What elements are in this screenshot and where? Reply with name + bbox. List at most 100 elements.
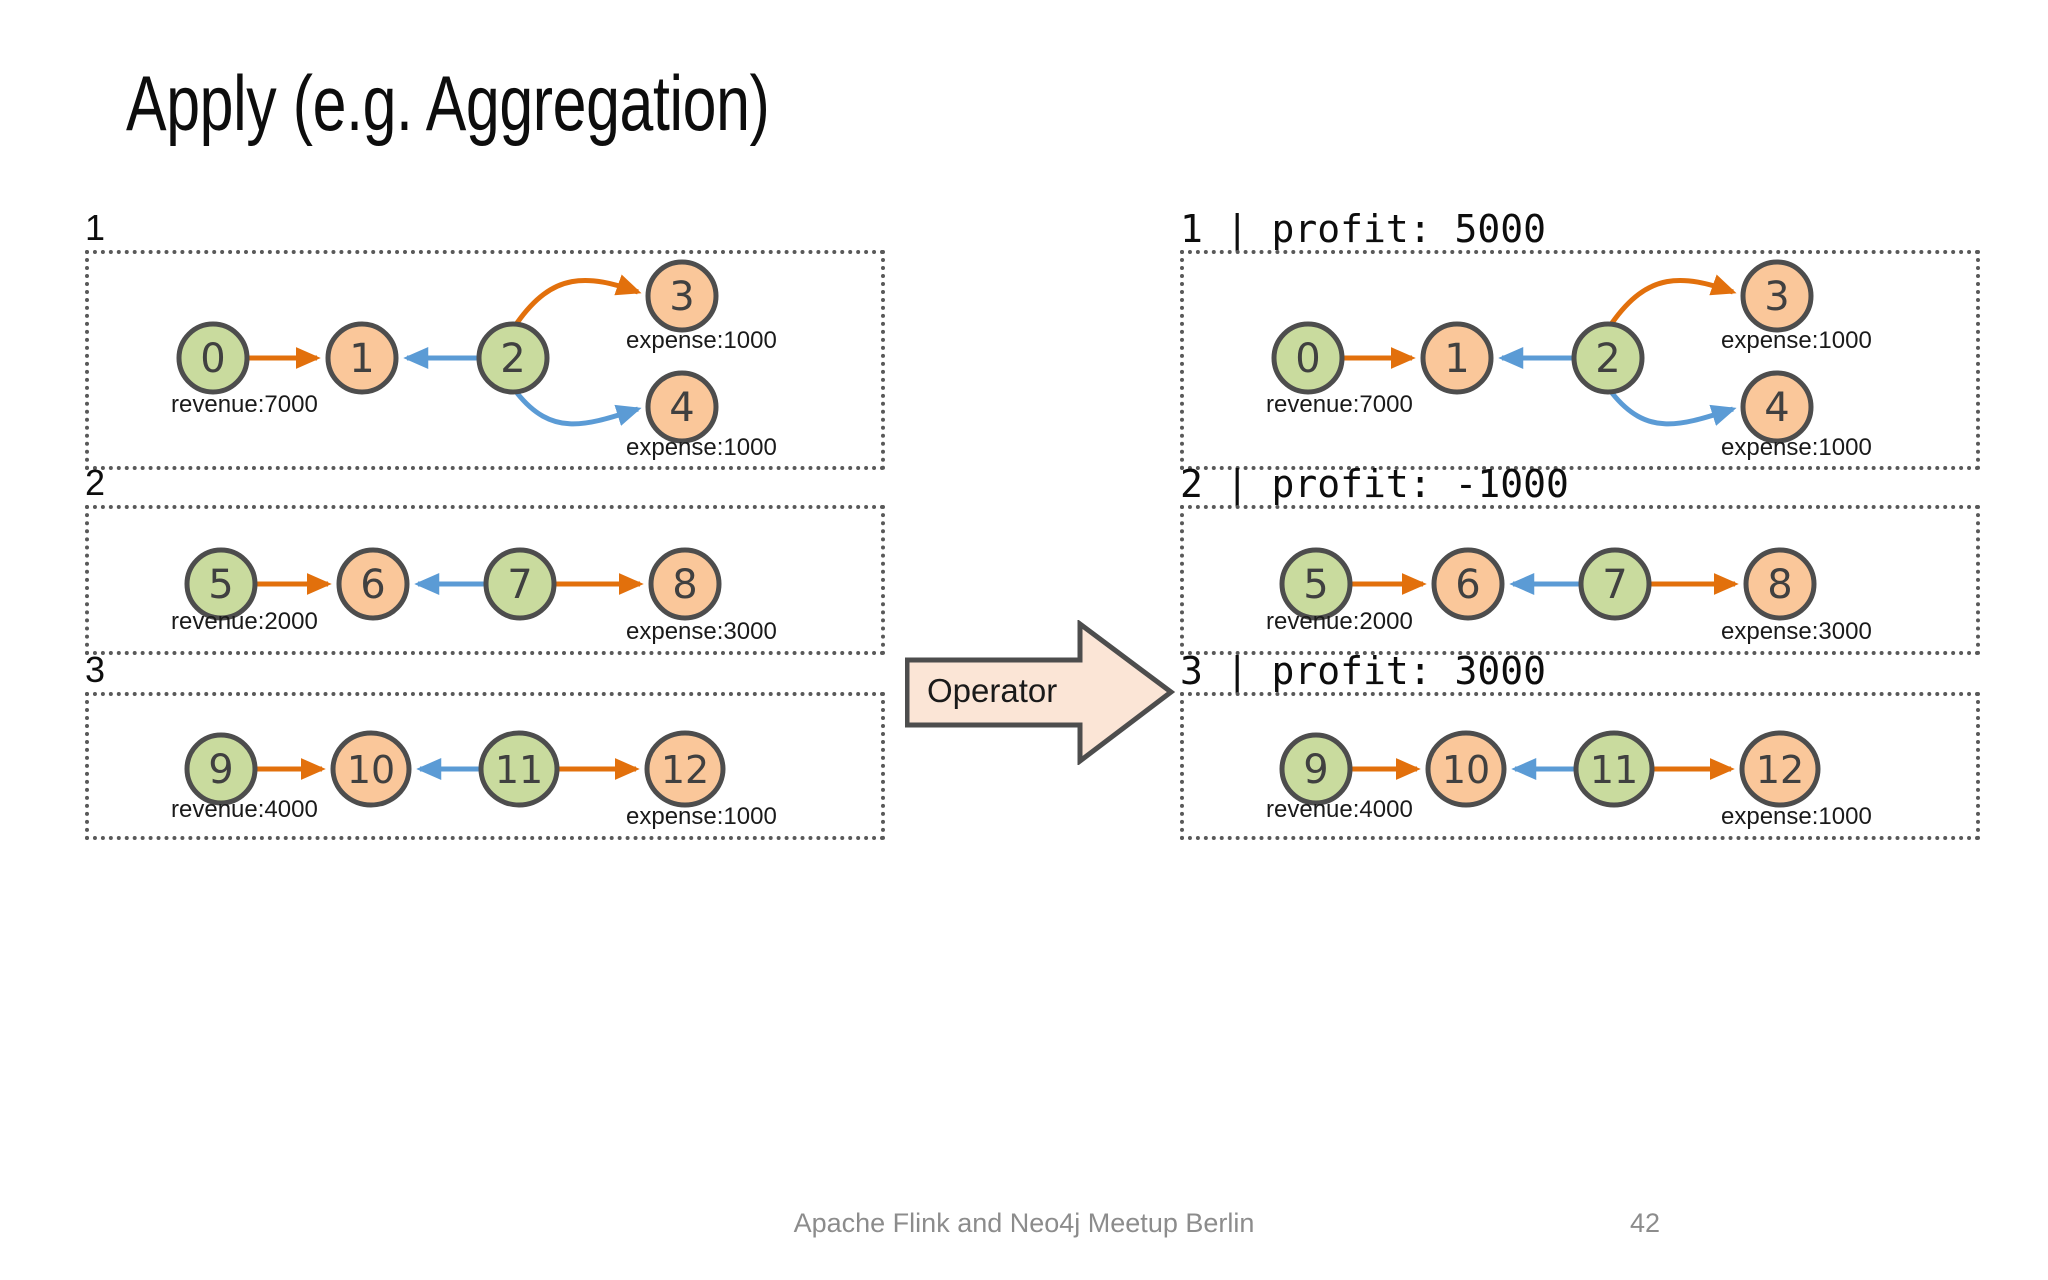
graph-node-10[interactable]: 10 — [330, 730, 412, 808]
graph-node-8[interactable]: 8 — [1743, 547, 1817, 621]
node-circle — [1425, 730, 1507, 808]
node-circle — [476, 321, 550, 395]
input-graph-canvas: 0 1 2 3 4 revenue:7000 expense:1000 expense:100… — [171, 259, 777, 461]
graph-node-2[interactable]: 2 — [476, 321, 550, 395]
page-title: Apply (e.g. Aggregation) — [126, 59, 770, 147]
node-circle — [1279, 547, 1353, 621]
input-panel-label: 2 — [85, 462, 106, 503]
graph-node-3[interactable]: 3 — [645, 259, 719, 333]
node-property-label: expense:1000 — [1721, 327, 1872, 354]
node-property-label: revenue:7000 — [171, 391, 318, 418]
node-label: 7 — [1602, 562, 1627, 608]
node-property-label: revenue:7000 — [1266, 391, 1413, 418]
page-number: 42 — [1630, 1208, 1661, 1238]
node-circle — [1279, 732, 1353, 806]
output-panel-label: 2 | profit: -1000 — [1180, 462, 1569, 506]
node-label: 4 — [1764, 385, 1789, 431]
node-label: 2 — [500, 336, 525, 382]
node-label: 12 — [661, 748, 709, 792]
input-panel-label: 1 — [85, 207, 106, 248]
edge-2-to-4 — [515, 391, 642, 427]
node-circle — [645, 370, 719, 444]
node-circle — [478, 730, 560, 808]
node-label: 11 — [495, 748, 543, 792]
node-label: 12 — [1756, 748, 1804, 792]
node-label: 1 — [349, 336, 374, 382]
node-circle — [1740, 370, 1814, 444]
node-label: 0 — [200, 336, 225, 382]
graph-node-8[interactable]: 8 — [648, 547, 722, 621]
node-circle — [325, 321, 399, 395]
graph-node-6[interactable]: 6 — [336, 547, 410, 621]
node-property-label: expense:1000 — [626, 434, 777, 461]
node-circle — [648, 547, 722, 621]
output-panel-label: 3 | profit: 3000 — [1180, 649, 1547, 693]
graph-node-3[interactable]: 3 — [1740, 259, 1814, 333]
graph-node-6[interactable]: 6 — [1431, 547, 1505, 621]
graph-node-9[interactable]: 9 — [1279, 732, 1353, 806]
graph-node-2[interactable]: 2 — [1571, 321, 1645, 395]
node-circle — [1578, 547, 1652, 621]
node-label: 8 — [672, 562, 697, 608]
node-label: 1 — [1444, 336, 1469, 382]
node-property-label: revenue:4000 — [1266, 796, 1413, 823]
graph-node-0[interactable]: 0 — [176, 321, 250, 395]
node-label: 2 — [1595, 336, 1620, 382]
graph-node-4[interactable]: 4 — [1740, 370, 1814, 444]
output-panel-label: 1 | profit: 5000 — [1180, 207, 1547, 251]
node-circle — [330, 730, 412, 808]
node-property-label: expense:1000 — [1721, 803, 1872, 830]
output-graph-canvas: 0 1 2 3 4 revenue:7000 expense:1000 expense:100… — [1266, 259, 1872, 461]
input-panel-label: 3 — [85, 649, 106, 690]
input-panel-box — [85, 692, 885, 840]
output-graph-canvas: 9 10 11 12 revenue:4000 expense:1000 — [1266, 730, 1872, 830]
node-circle — [1271, 321, 1345, 395]
node-label: 8 — [1767, 562, 1792, 608]
node-circle — [184, 547, 258, 621]
graph-node-9[interactable]: 9 — [184, 732, 258, 806]
node-circle — [1431, 547, 1505, 621]
node-circle — [176, 321, 250, 395]
graph-node-5[interactable]: 5 — [1279, 547, 1353, 621]
operator-label: Operator — [927, 672, 1058, 709]
edge-2-to-4 — [1610, 391, 1737, 427]
graph-node-0[interactable]: 0 — [1271, 321, 1345, 395]
node-circle — [1420, 321, 1494, 395]
graph-node-1[interactable]: 1 — [1420, 321, 1494, 395]
node-circle — [1743, 547, 1817, 621]
node-circle — [1571, 321, 1645, 395]
node-label: 0 — [1295, 336, 1320, 382]
node-property-label: expense:1000 — [626, 327, 777, 354]
output-panel-2: 2 | profit: -1000 5 6 7 8 revenue:2000 expense… — [1180, 0, 1980, 1000]
operator-arrow-shape — [904, 619, 1176, 767]
node-circle — [1740, 259, 1814, 333]
graph-node-1[interactable]: 1 — [325, 321, 399, 395]
graph-node-11[interactable]: 11 — [478, 730, 560, 808]
graph-node-7[interactable]: 7 — [1578, 547, 1652, 621]
node-property-label: revenue:2000 — [1266, 608, 1413, 635]
graph-node-12[interactable]: 12 — [1739, 730, 1821, 808]
output-panel-box — [1180, 250, 1980, 470]
graph-node-10[interactable]: 10 — [1425, 730, 1507, 808]
node-circle — [645, 259, 719, 333]
block-arrow-icon — [904, 619, 1176, 767]
node-label: 7 — [507, 562, 532, 608]
graph-node-12[interactable]: 12 — [644, 730, 726, 808]
node-circle — [1739, 730, 1821, 808]
node-circle — [644, 730, 726, 808]
node-property-label: expense:1000 — [1721, 434, 1872, 461]
output-panel-box — [1180, 692, 1980, 840]
graph-node-5[interactable]: 5 — [184, 547, 258, 621]
node-label: 3 — [669, 274, 694, 320]
node-label: 6 — [360, 562, 385, 608]
graph-node-7[interactable]: 7 — [483, 547, 557, 621]
graph-node-4[interactable]: 4 — [645, 370, 719, 444]
output-panel-box — [1180, 505, 1980, 655]
graph-node-11[interactable]: 11 — [1573, 730, 1655, 808]
node-property-label: revenue:4000 — [171, 796, 318, 823]
